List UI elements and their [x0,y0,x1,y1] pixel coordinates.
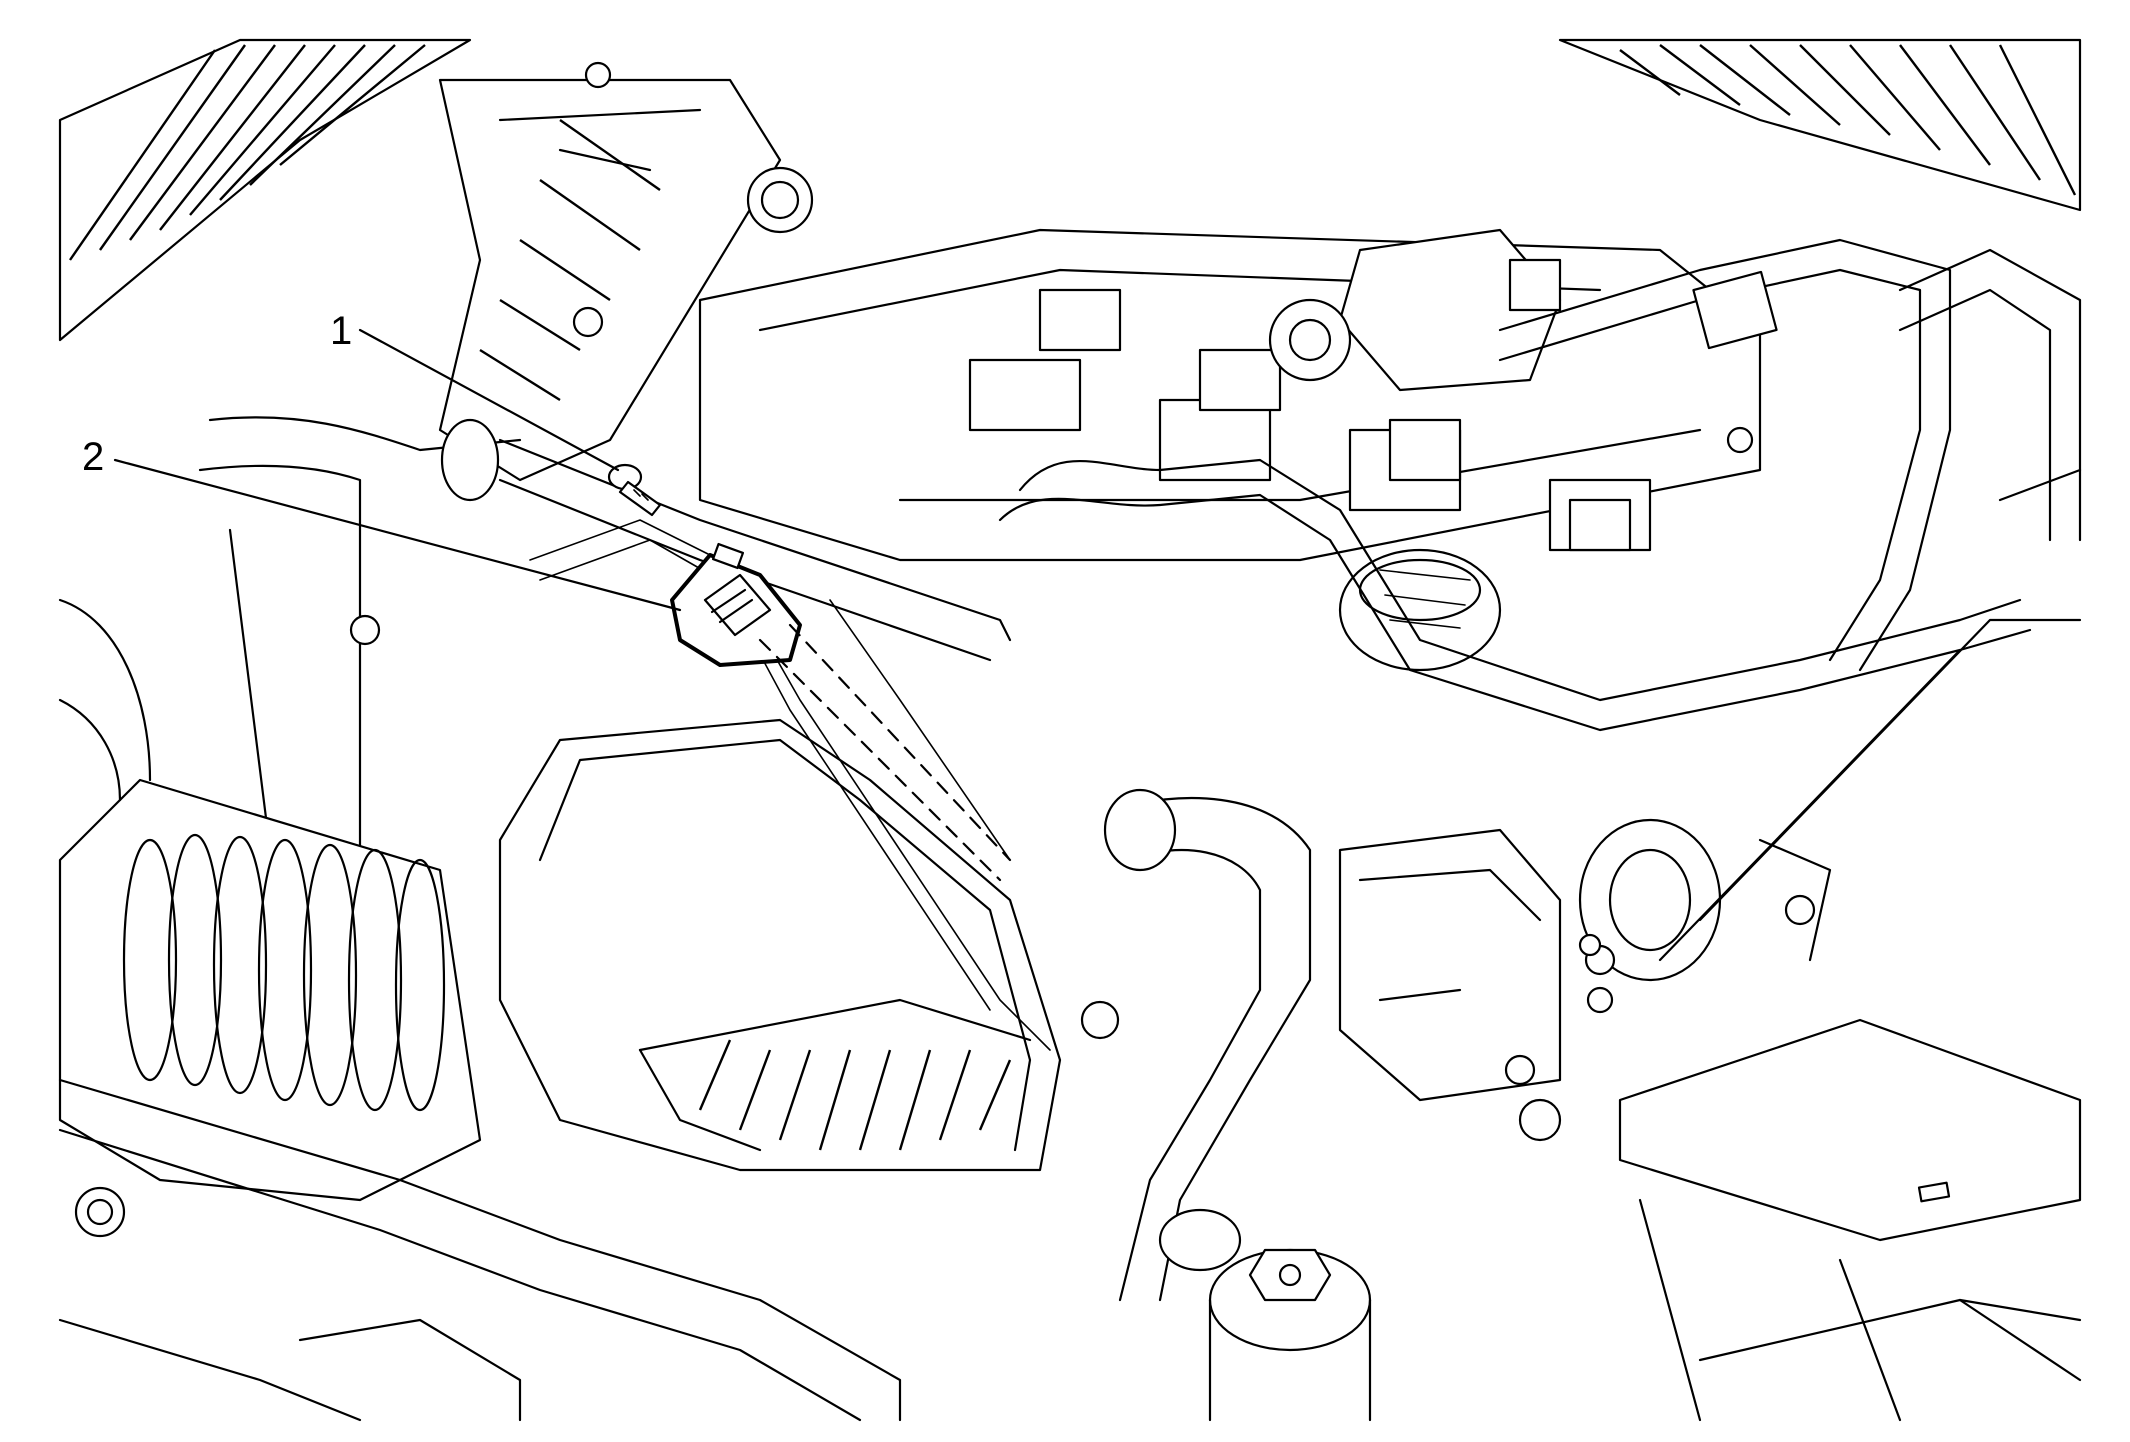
valve-cover [698,228,1762,672]
electrical-connector-part [670,542,802,667]
left-radiator-panel [58,38,472,342]
coolant-hose-upper [998,458,2032,732]
air-cleaner-housing [498,718,1062,1172]
alignment-dashed-line [758,623,1012,882]
top-right-grille [1558,38,2082,212]
intake-bracket [438,61,814,482]
heater-hose [1498,238,1952,672]
intake-bellows [58,598,482,1202]
right-hose-loop [1898,248,2082,542]
leader-line-1 [358,328,620,472]
fasteners [349,426,1754,1142]
bolt-part [607,463,662,517]
bolt-icon [584,61,612,89]
fender-panel [1618,1018,2082,1422]
ignition-coil-2 [1158,348,1282,482]
front-rail [58,1078,902,1422]
ignition-coil-4 [1548,478,1652,552]
throttle-body [1338,818,1722,1102]
purge-valve [1268,228,1562,392]
hood-edge [1658,618,2082,962]
bolt-icon [572,306,604,338]
air-intake-tube [198,416,1012,852]
ignition-coil-1 [968,288,1122,432]
oil-fill-cap [1338,548,1502,672]
callout-number-2: 2 [82,435,104,479]
leader-line-2 [113,458,682,612]
callout-number-1: 1 [330,309,352,353]
reservoir-cap [1208,1248,1372,1422]
ignition-coil-3 [1348,418,1462,512]
lower-coolant-hose [1103,788,1312,1302]
